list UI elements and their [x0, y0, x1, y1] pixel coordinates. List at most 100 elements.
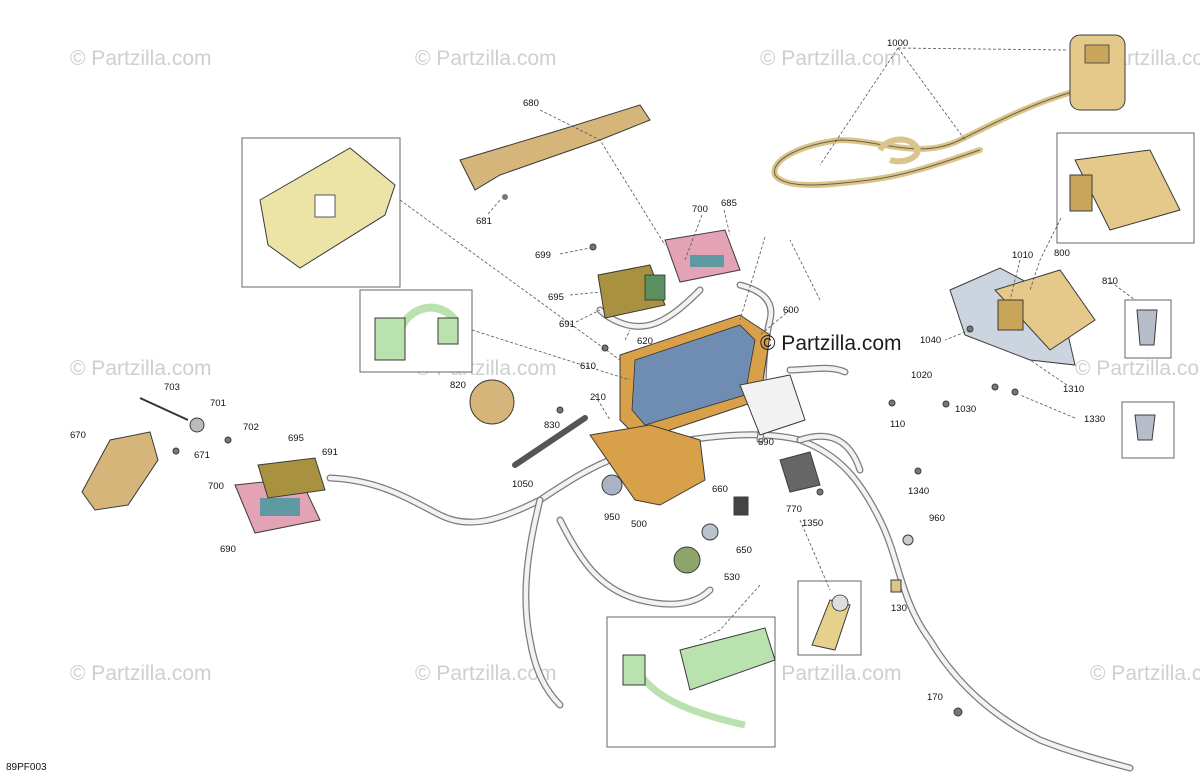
callout-800[interactable]: 800	[1054, 248, 1070, 259]
callout-1330[interactable]: 1330	[1084, 414, 1105, 425]
watermark: © Partzilla.com	[415, 662, 557, 685]
callout-1000[interactable]: 1000	[887, 38, 908, 49]
callout-690[interactable]: 690	[220, 544, 236, 555]
watermark: © Partzilla.com	[70, 662, 212, 685]
switch-block-icon	[1069, 34, 1126, 111]
watermark: © Partzilla.com	[70, 47, 212, 70]
part-170-screw	[953, 707, 963, 717]
part-1330-screw	[1011, 388, 1019, 396]
part-1010-bracket	[949, 267, 1096, 366]
callout-500[interactable]: 500	[631, 519, 647, 530]
part-110-screw	[888, 399, 896, 407]
watermark: © Partzilla.com	[760, 47, 902, 70]
callout-1010[interactable]: 1010	[1012, 250, 1033, 261]
part-130-clip	[890, 579, 902, 593]
part-500-housing	[589, 424, 706, 506]
box-1330	[1121, 401, 1175, 459]
callout-670[interactable]: 670	[70, 430, 86, 441]
part-1030-nut	[991, 383, 999, 391]
callout-1310[interactable]: 1310	[1063, 384, 1084, 395]
watermark: © Partzilla.com	[70, 357, 212, 380]
part-1340-screw	[914, 467, 922, 475]
part-1350-screw	[816, 488, 824, 496]
part-685-connector	[664, 229, 741, 283]
part-950-switch	[601, 474, 623, 496]
part-700-690-connector	[234, 457, 326, 534]
watermark: © Partzilla.com	[760, 662, 902, 685]
callout-960[interactable]: 960	[929, 513, 945, 524]
part-701-clip	[189, 417, 205, 433]
box-connector	[359, 289, 473, 373]
callout-1050[interactable]: 1050	[512, 479, 533, 490]
callout-620[interactable]: 620	[637, 336, 653, 347]
callout-699[interactable]: 699	[535, 250, 551, 261]
callout-950[interactable]: 950	[604, 512, 620, 523]
part-590-box	[739, 374, 806, 436]
callout-695[interactable]: 695	[548, 292, 564, 303]
callout-685[interactable]: 685	[721, 198, 737, 209]
part-960-grommet	[902, 534, 914, 546]
part-702-screw	[224, 436, 232, 444]
part-620-screw	[601, 344, 609, 352]
part-830-screw	[556, 406, 564, 414]
callout-702[interactable]: 702	[243, 422, 259, 433]
callout-1030[interactable]: 1030	[955, 404, 976, 415]
callout-1020[interactable]: 1020	[911, 370, 932, 381]
callout-701[interactable]: 701	[210, 398, 226, 409]
part-1000-switch-harness	[771, 34, 1126, 188]
box-800	[1056, 132, 1195, 244]
callout-810[interactable]: 810	[1102, 276, 1118, 287]
part-660-sensor	[733, 496, 749, 516]
part-699-screw	[589, 243, 597, 251]
box-cover	[241, 137, 401, 288]
callout-770[interactable]: 770	[786, 504, 802, 515]
callout-820[interactable]: 820	[450, 380, 466, 391]
part-680-bracket	[459, 104, 651, 191]
watermark: © Partzilla.com	[415, 47, 557, 70]
callout-1040[interactable]: 1040	[920, 335, 941, 346]
callout-691[interactable]: 691	[322, 447, 338, 458]
callout-695[interactable]: 695	[288, 433, 304, 444]
screw-681	[502, 194, 508, 200]
leader-lines	[399, 47, 1136, 641]
callout-130[interactable]: 130	[891, 603, 907, 614]
callout-830[interactable]: 830	[544, 420, 560, 431]
callout-700[interactable]: 700	[208, 481, 224, 492]
callout-530[interactable]: 530	[724, 572, 740, 583]
watermark: © Partzilla.com	[1075, 357, 1200, 380]
callout-600[interactable]: 600	[783, 305, 799, 316]
part-703-bolt	[139, 397, 189, 421]
callout-700[interactable]: 700	[692, 204, 708, 215]
callout-170[interactable]: 170	[927, 692, 943, 703]
box-switch-panel	[606, 616, 776, 748]
callout-691[interactable]: 691	[559, 319, 575, 330]
part-1050-strip	[512, 415, 588, 468]
callout-1340[interactable]: 1340	[908, 486, 929, 497]
callout-703[interactable]: 703	[164, 382, 180, 393]
part-820-horn	[469, 379, 515, 425]
callout-210[interactable]: 210	[590, 392, 606, 403]
callout-671[interactable]: 671	[194, 450, 210, 461]
box-810	[1124, 299, 1172, 359]
callout-650[interactable]: 650	[736, 545, 752, 556]
brand-mark: © Partzilla.com	[760, 332, 902, 355]
part-770-relay	[779, 451, 821, 493]
part-670-bracket	[81, 431, 159, 511]
part-671-screw	[172, 447, 180, 455]
callout-110[interactable]: 110	[890, 419, 905, 430]
part-695-relay	[597, 264, 666, 319]
callout-590[interactable]: 590	[758, 437, 774, 448]
callout-610[interactable]: 610	[580, 361, 596, 372]
part-650-ring	[701, 523, 719, 541]
watermark: © Partzilla.com	[1090, 662, 1200, 685]
part-1020-bolt	[942, 400, 950, 408]
callout-1350[interactable]: 1350	[802, 518, 823, 529]
callout-681[interactable]: 681	[476, 216, 492, 227]
callout-660[interactable]: 660	[712, 484, 728, 495]
part-530-socket	[673, 546, 701, 574]
callout-680[interactable]: 680	[523, 98, 539, 109]
figure-code: 89PF003	[6, 762, 47, 773]
watermarks: © Partzilla.com © Partzilla.com © Partzi…	[70, 47, 1200, 685]
